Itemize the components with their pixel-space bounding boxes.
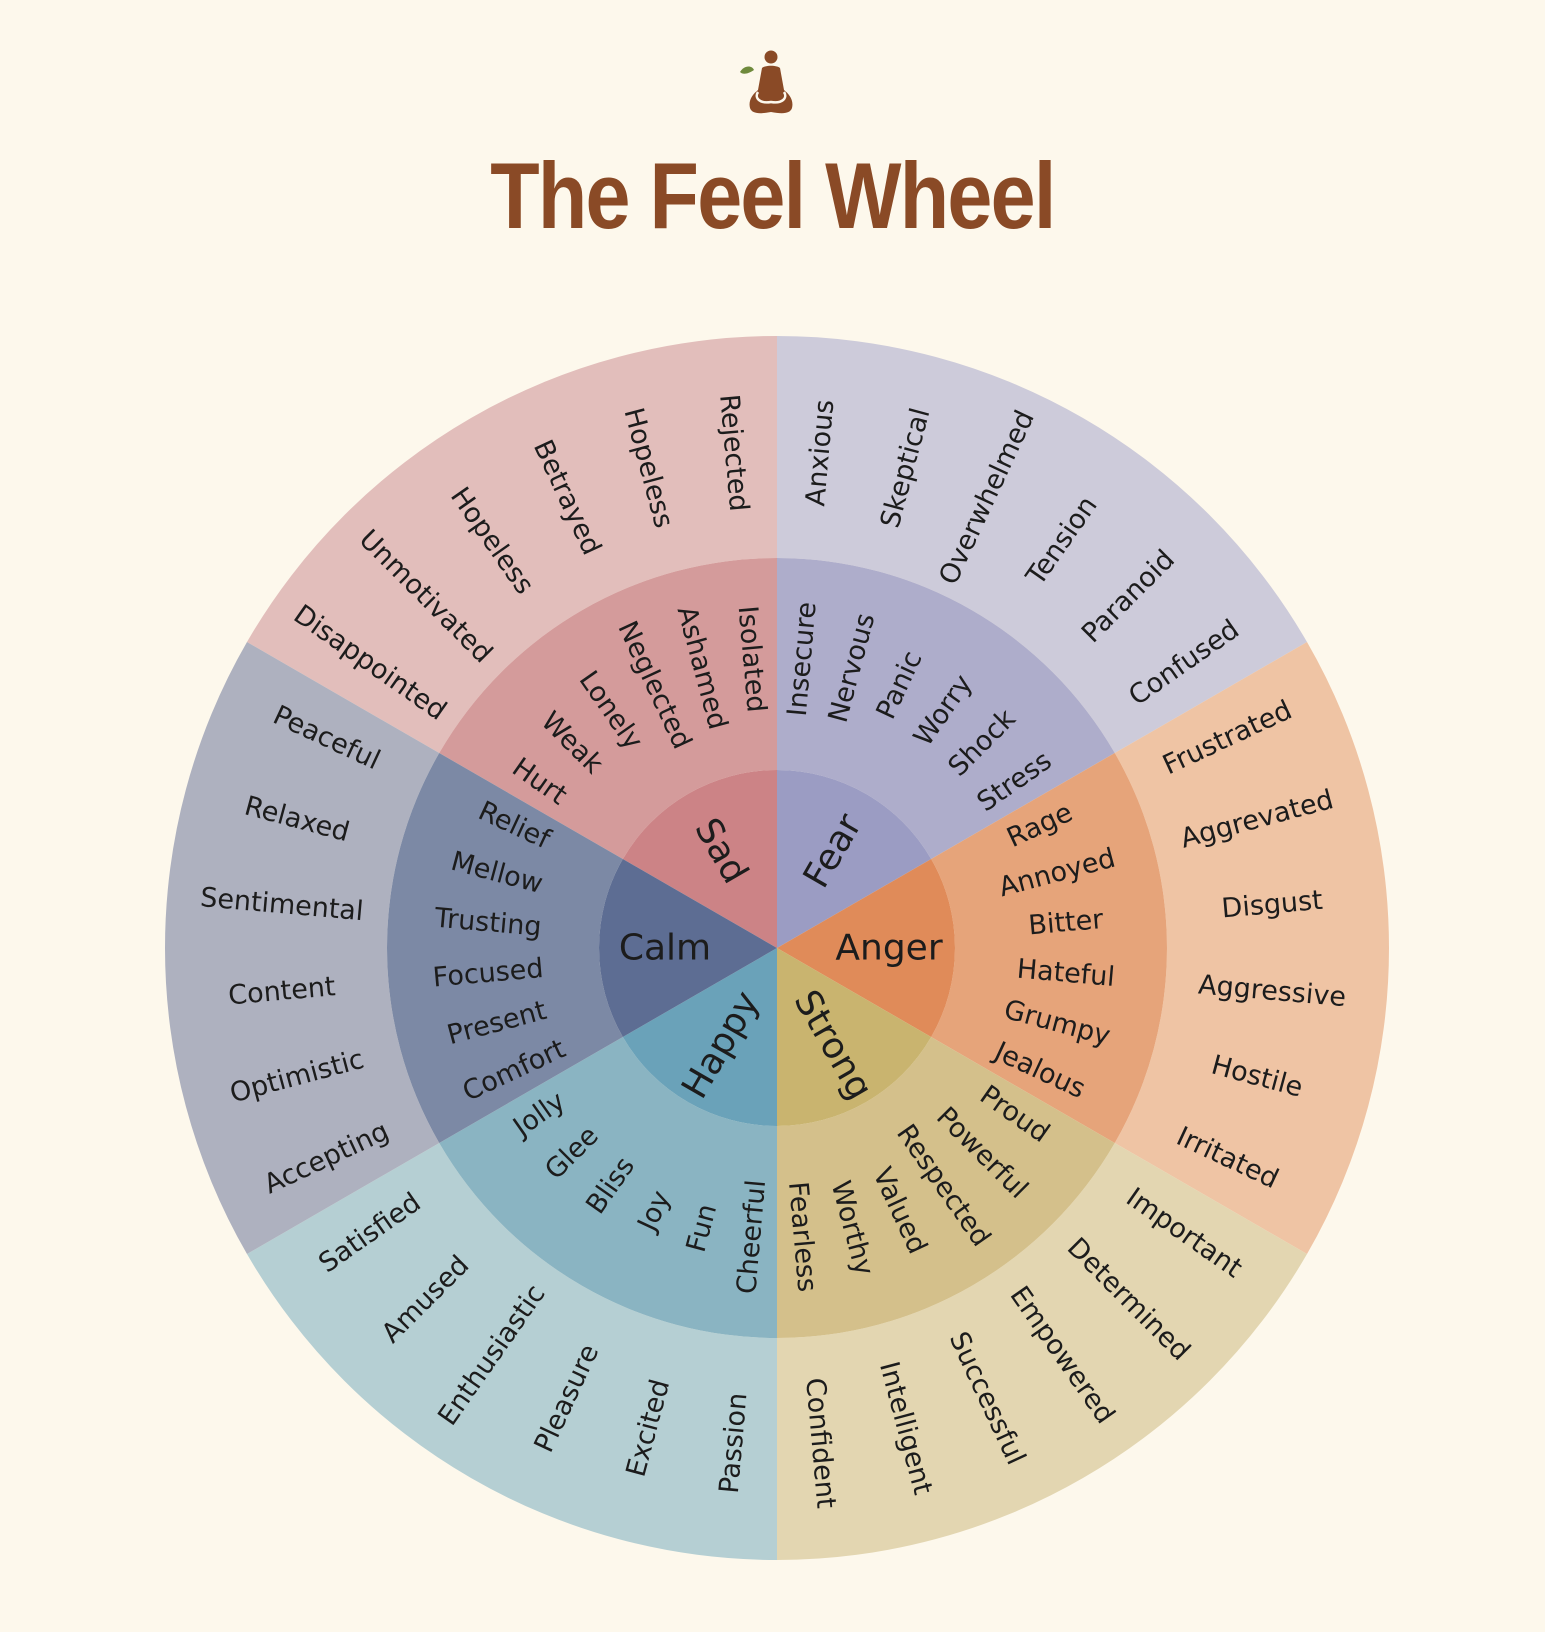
- core-wedge-sad: [622, 770, 777, 948]
- core-label-calm: Calm: [619, 928, 711, 969]
- page-title: The Feel Wheel: [490, 143, 1056, 248]
- outer-wedge-happy: [246, 1143, 778, 1560]
- outer-wedge-fear: [777, 336, 1308, 753]
- core-wedge-fear: [777, 770, 932, 948]
- outer-wedge-strong: [777, 1143, 1308, 1560]
- middle-wedge-strong: [777, 1037, 1115, 1338]
- middle-wedge-fear: [777, 558, 1115, 859]
- core-wedge-strong: [777, 948, 932, 1126]
- middle-wedge-sad: [439, 558, 777, 859]
- middle-wedge-happy: [439, 1037, 777, 1338]
- core-label-anger: Anger: [835, 928, 942, 969]
- meditation-figure-with-leaf-icon: [740, 50, 793, 114]
- middle-wedge-calm: [387, 753, 623, 1143]
- core-wedge-calm: [599, 859, 777, 1037]
- middle-wedge-anger: [931, 753, 1167, 1143]
- outer-wedge-anger: [1114, 642, 1389, 1254]
- middle-label-bitter: Bitter: [1027, 904, 1105, 941]
- outer-wedge-sad: [246, 335, 778, 753]
- wheel-wedges: [164, 335, 1389, 1560]
- core-wedge-anger: [777, 859, 955, 1037]
- core-wedge-happy: [622, 948, 777, 1126]
- outer-wedge-calm: [164, 642, 440, 1254]
